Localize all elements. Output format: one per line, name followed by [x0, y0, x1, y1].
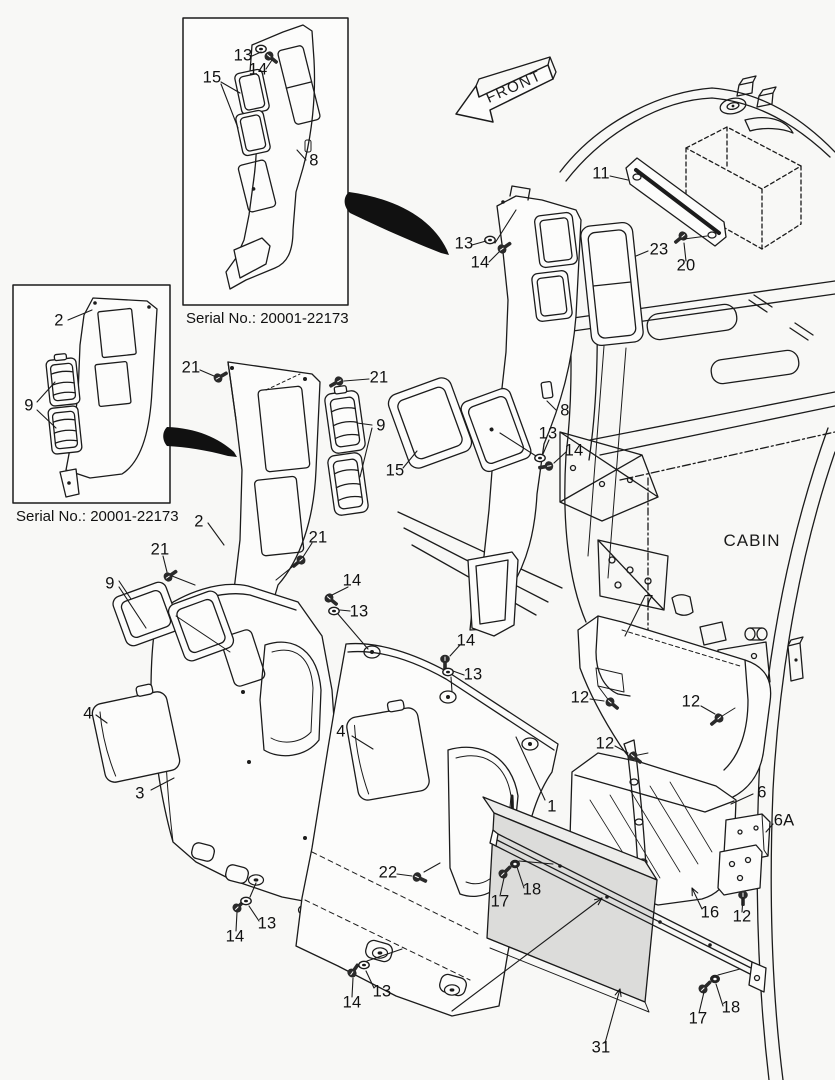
serial-number-top-inset: Serial No.: 20001-22173	[186, 310, 349, 327]
part-callout-13: 13	[233, 46, 253, 65]
part-callout-14: 14	[342, 993, 362, 1012]
rail-16	[489, 829, 767, 993]
gasket-9-pair	[112, 581, 235, 662]
front-arrow	[455, 56, 557, 123]
part-callout-13: 13	[538, 424, 558, 443]
leader-lines	[36, 51, 774, 1044]
part-callout-18: 18	[522, 880, 542, 899]
part-callout-2: 2	[194, 512, 204, 531]
part-callout-15: 15	[202, 68, 222, 87]
part-callout-12: 12	[570, 688, 590, 707]
part-callout-21: 21	[369, 368, 389, 387]
part-callout-17: 17	[688, 1009, 708, 1028]
part-callout-21: 21	[308, 528, 328, 547]
part-callout-17: 17	[490, 892, 510, 911]
part-callout-14: 14	[248, 60, 268, 79]
part-callout-12: 12	[732, 907, 752, 926]
part-callout-14: 14	[470, 253, 490, 272]
part-callout-6a: 6A	[773, 811, 795, 830]
swoosh-arrows	[163, 192, 449, 457]
part-callout-13: 13	[454, 234, 474, 253]
part-callout-8: 8	[560, 401, 570, 420]
panel-31	[482, 796, 658, 1013]
part-callout-7: 7	[644, 592, 654, 611]
part-callout-13: 13	[463, 665, 483, 684]
part-callout-6: 6	[757, 783, 767, 802]
part-callout-9: 9	[376, 416, 386, 435]
part-callout-21: 21	[150, 540, 170, 559]
gasket-15	[387, 377, 532, 473]
part-callout-8: 8	[309, 151, 319, 170]
part-callout-14: 14	[564, 441, 584, 460]
gasket-23	[580, 221, 644, 579]
bracket-6a	[717, 813, 771, 896]
part-callout-15: 15	[385, 461, 405, 480]
inset-top	[182, 17, 349, 306]
part-callout-14: 14	[342, 571, 362, 590]
part-callout-4: 4	[83, 704, 93, 723]
part-callout-12: 12	[595, 734, 615, 753]
part-callout-14: 14	[225, 927, 245, 946]
part-callout-1: 1	[547, 797, 557, 816]
part-callout-12: 12	[681, 692, 701, 711]
part-callout-23: 23	[649, 240, 669, 259]
part-callout-13: 13	[257, 914, 277, 933]
part-callout-13: 13	[349, 602, 369, 621]
part-callout-14: 14	[456, 631, 476, 650]
part-callout-31: 31	[591, 1038, 611, 1057]
part-callout-20: 20	[676, 256, 696, 275]
serial-number-left-inset: Serial No.: 20001-22173	[16, 508, 179, 525]
cover-4-left	[91, 683, 181, 783]
part-callout-18: 18	[721, 998, 741, 1017]
part-callout-9: 9	[24, 396, 34, 415]
part-callout-11: 11	[592, 164, 610, 183]
part-callout-3: 3	[135, 784, 145, 803]
part-callout-13: 13	[372, 982, 392, 1001]
cover-4-right	[346, 699, 430, 801]
bracket-11	[625, 157, 727, 247]
part-callout-22: 22	[378, 863, 398, 882]
part-callout-16: 16	[700, 903, 720, 922]
duct-8	[467, 185, 582, 637]
inset-left	[12, 284, 171, 504]
vent-9-pair	[324, 385, 369, 516]
part-callout-2: 2	[54, 311, 64, 330]
cabin-label: CABIN	[723, 531, 781, 550]
part-callout-21: 21	[181, 358, 201, 377]
part-callout-9: 9	[105, 574, 115, 593]
part-callout-4: 4	[336, 722, 346, 741]
